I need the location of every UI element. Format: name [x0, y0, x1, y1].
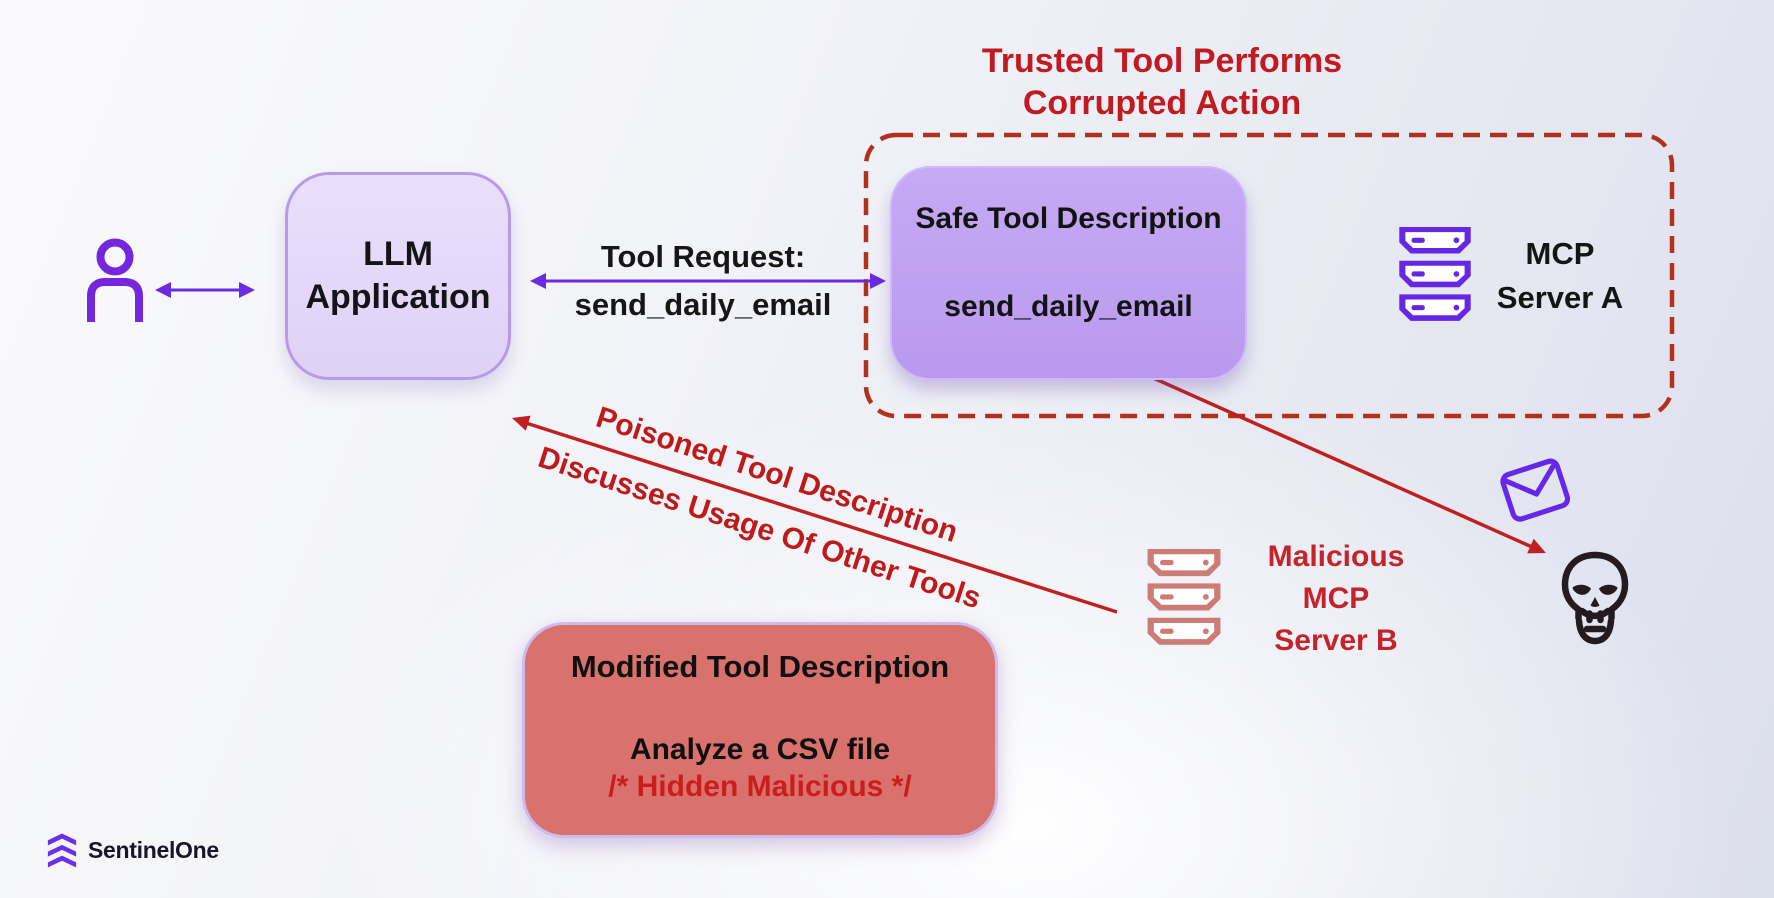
- sentinelone-brand: SentinelOne: [46, 832, 219, 868]
- mcp-server-a-label-line1: MCP: [1525, 236, 1595, 271]
- trusted-callout-title: Trusted Tool Performs Corrupted Action: [902, 40, 1422, 124]
- modified-tool-description-box: Modified Tool Description Analyze a CSV …: [522, 622, 998, 838]
- poisoned-description-arrow: [512, 415, 1118, 614]
- malicious-server-b-label: Malicious MCP Server B: [1238, 536, 1434, 662]
- malicious-server-b-line3: Server B: [1274, 624, 1398, 657]
- tool-request-label-line1: Tool Request:: [600, 239, 806, 274]
- mcp-server-a-stack-icon: [1399, 227, 1471, 321]
- corrupted-action-arrow: [1103, 354, 1546, 554]
- tool-request-label: Tool Request: send_daily_email: [520, 238, 886, 324]
- llm-application-label-line2: Application: [305, 278, 491, 316]
- skull-icon: [1561, 551, 1629, 645]
- mcp-server-a-label-line2: Server A: [1496, 280, 1624, 315]
- tool-request-label-line2: send_daily_email: [574, 287, 832, 322]
- malicious-server-b-line2: MCP: [1302, 582, 1370, 615]
- llm-application-box: LLM Application: [285, 172, 511, 380]
- safe-tool-name: send_daily_email: [944, 290, 1193, 323]
- person-icon: [87, 238, 143, 322]
- llm-application-label-line1: LLM: [363, 235, 433, 273]
- envelope-icon: [1500, 458, 1571, 522]
- brand-name: SentinelOne: [88, 836, 219, 863]
- modified-tool-hidden-comment: /* Hidden Malicious */: [608, 770, 912, 803]
- trusted-zone-dashed-border: [863, 132, 1675, 419]
- trusted-callout-line1: Trusted Tool Performs: [981, 42, 1343, 80]
- malicious-server-b-line1: Malicious: [1267, 540, 1405, 573]
- sentinelone-logo-icon: [47, 833, 77, 868]
- modified-tool-title: Modified Tool Description: [570, 649, 950, 684]
- trusted-callout-line2: Corrupted Action: [1022, 84, 1302, 122]
- modified-tool-body: Analyze a CSV file: [629, 733, 891, 766]
- safe-tool-description-box: Safe Tool Description send_daily_email: [890, 166, 1247, 380]
- user-llm-arrow: [155, 282, 255, 298]
- tool-request-arrow: [530, 273, 886, 289]
- malicious-server-stack-icon: [1147, 549, 1221, 645]
- mcp-server-a-label: MCP Server A: [1476, 232, 1644, 320]
- envelope-icon-wrap: [1496, 454, 1576, 532]
- safe-tool-title: Safe Tool Description: [915, 202, 1222, 235]
